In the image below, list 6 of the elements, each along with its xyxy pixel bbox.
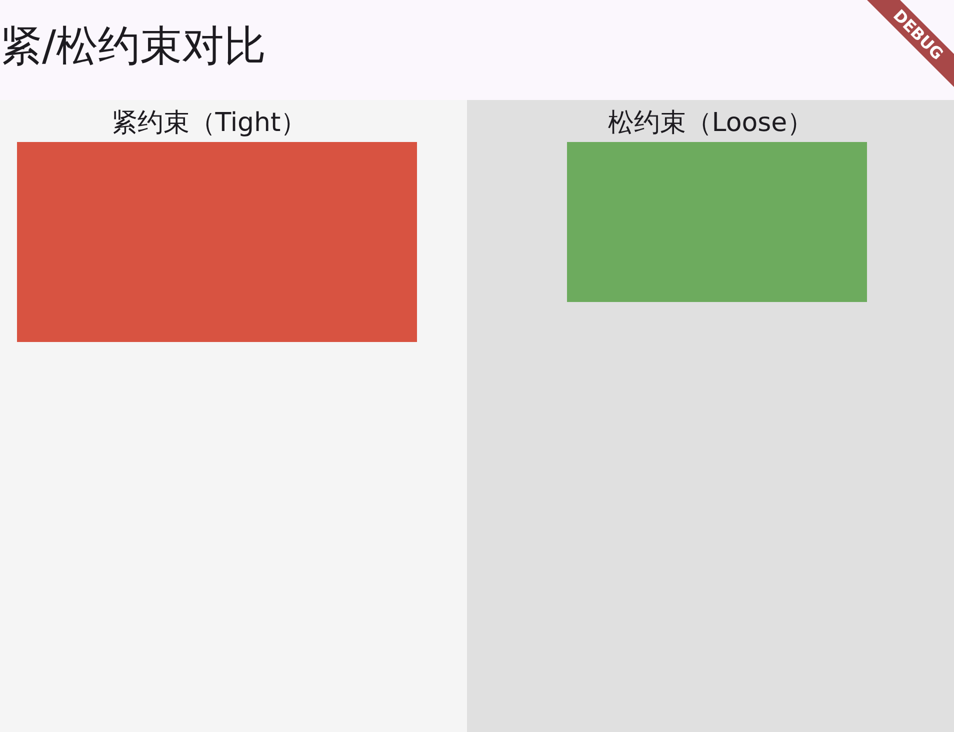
panel-heading: 紧约束（Tight）	[110, 107, 308, 139]
page-title: 紧/松约束对比	[0, 21, 266, 71]
filled-rectangle	[17, 142, 417, 342]
filled-rectangle	[567, 142, 867, 302]
panel-heading: 松约束（Loose）	[606, 107, 814, 139]
panel	[467, 100, 954, 732]
